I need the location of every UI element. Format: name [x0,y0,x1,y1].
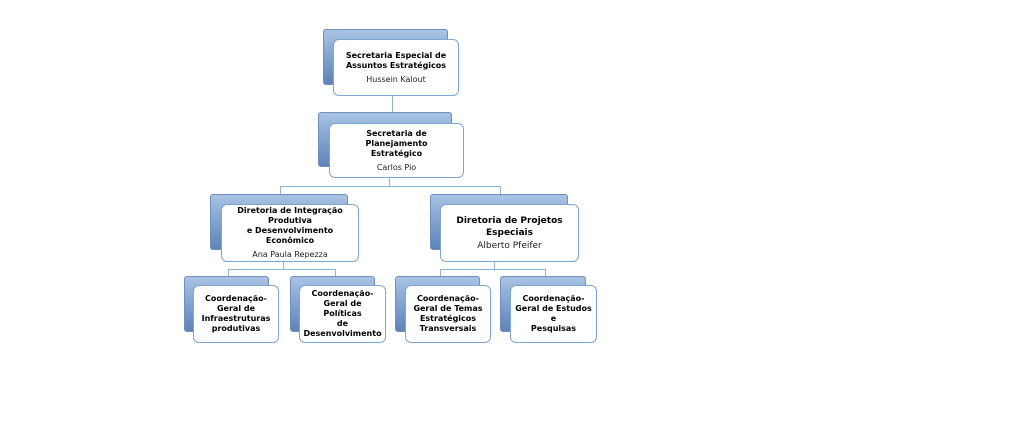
node-title: Diretoria de Projetos Especiais [456,215,563,238]
connector-left-drop-a [228,269,229,276]
node-title: Diretoria de Integração Produtiva e Dese… [237,206,343,245]
node-person: Ana Paula Repezza [252,250,328,259]
node-title: Coordenação- Geral de Estudos e Pesquisa… [515,294,592,333]
node-person: Carlos Pio [376,162,417,172]
connector-left-drop [280,186,281,194]
node-card: Secretaria Especial de Assuntos Estratég… [333,39,459,96]
connector-left-horizontal [228,269,336,270]
node-title: Coordenação- Geral de Infraestruturas pr… [201,294,271,333]
node-person: Hussein Kalout [366,74,426,84]
node-secretaria-planejamento: Secretaria de Planejamento Estratégico C… [318,112,464,178]
node-secretaria-especial: Secretaria Especial de Assuntos Estratég… [323,29,459,96]
node-title: Coordenação- Geral de Políticas de Desen… [303,289,382,338]
node-cg-temas: Coordenação- Geral de Temas Estratégicos… [395,276,491,343]
node-card: Coordenação- Geral de Estudos e Pesquisa… [510,285,597,343]
connector-right-drop-a [440,269,441,276]
connector-left-drop-b [335,269,336,276]
node-cg-estudos: Coordenação- Geral de Estudos e Pesquisa… [500,276,597,343]
node-title: Secretaria de Planejamento Estratégico [365,128,428,158]
node-cg-infraestruturas: Coordenação- Geral de Infraestruturas pr… [184,276,279,343]
node-cg-politicas: Coordenação- Geral de Políticas de Desen… [290,276,386,343]
node-title: Secretaria Especial de Assuntos Estratég… [345,50,447,70]
connector-mid-vertical [389,178,390,186]
node-card: Coordenação- Geral de Infraestruturas pr… [193,285,279,343]
node-card: Secretaria de Planejamento Estratégico C… [329,123,464,178]
node-person: Alberto Pfeifer [477,240,542,251]
node-card: Coordenação- Geral de Temas Estratégicos… [405,285,491,343]
node-diretoria-projetos: Diretoria de Projetos Especiais Alberto … [430,194,579,262]
connector-right-drop-b [545,269,546,276]
node-title: Coordenação- Geral de Temas Estratégicos… [413,294,483,333]
connector-top-vertical [392,96,393,112]
connector-right-down [494,262,495,269]
node-card: Coordenação- Geral de Políticas de Desen… [299,285,386,343]
connector-right-horizontal [440,269,546,270]
connector-left-down [283,262,284,269]
node-diretoria-integracao: Diretoria de Integração Produtiva e Dese… [210,194,359,262]
connector-right-drop [500,186,501,194]
node-card: Diretoria de Projetos Especiais Alberto … [440,204,579,262]
node-card: Diretoria de Integração Produtiva e Dese… [221,204,359,262]
connector-mid-horizontal [280,186,500,187]
